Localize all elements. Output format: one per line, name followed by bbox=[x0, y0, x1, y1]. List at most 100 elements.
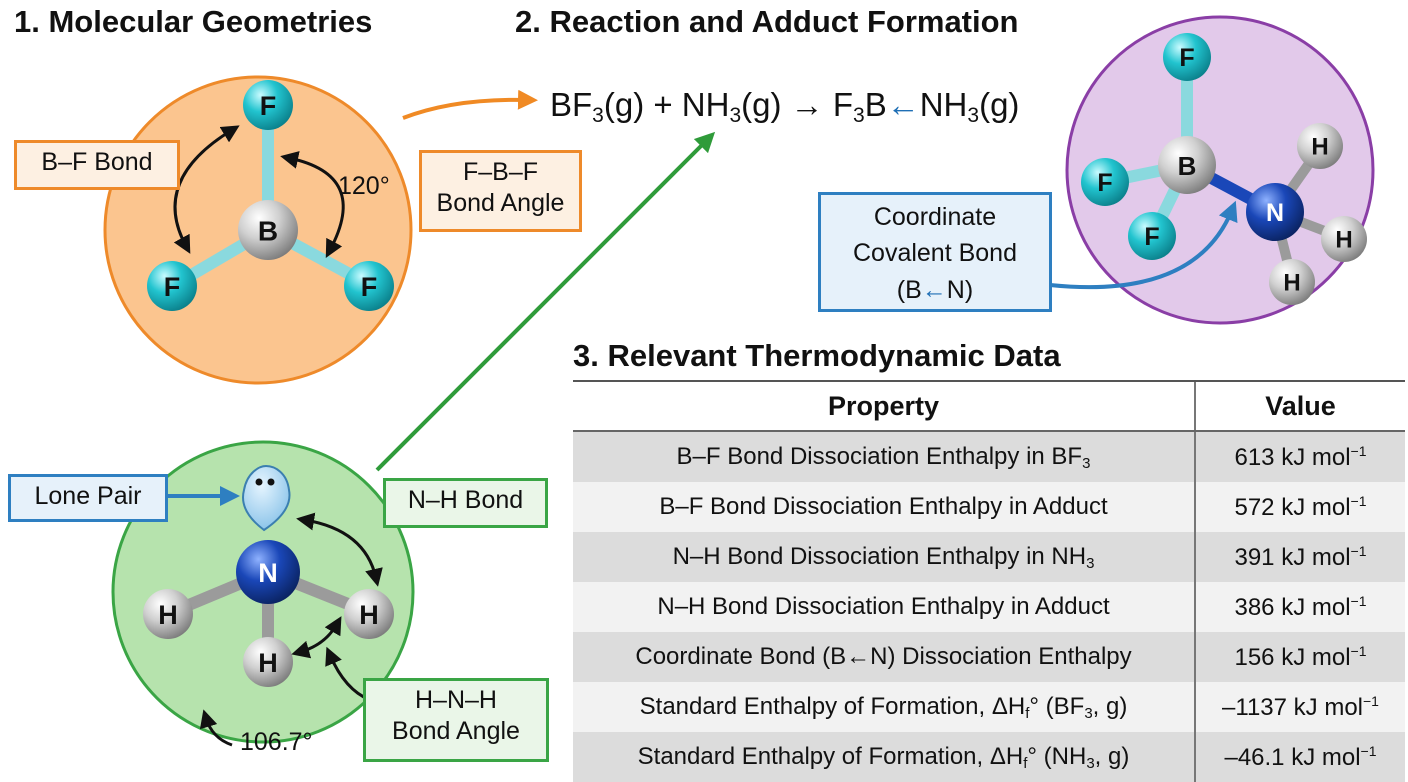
bf3-angle-arrow bbox=[280, 151, 345, 258]
eq-product-f-sub: 3 bbox=[853, 104, 865, 127]
value-superscript: −1 bbox=[1350, 492, 1367, 509]
bf3-fluorine-top-atom bbox=[243, 80, 293, 130]
value-superscript: −1 bbox=[1350, 442, 1367, 459]
property-cell: N–H Bond Dissociation Enthalpy in NH3 bbox=[573, 532, 1195, 582]
adduct-hydrogen-right-atom bbox=[1321, 216, 1367, 262]
value-superscript: −1 bbox=[1360, 742, 1377, 759]
adduct-fluorine-bottom-atom bbox=[1128, 212, 1176, 260]
eq-product-b: B bbox=[864, 86, 887, 123]
value-text: 613 kJ mol bbox=[1234, 443, 1351, 471]
lone-pair-electron-right bbox=[267, 478, 275, 486]
property-text: Coordinate Bond (B←N) Dissociation Entha… bbox=[635, 643, 1132, 670]
property-subscript-2: 3 bbox=[1086, 754, 1095, 772]
value-cell: 386 kJ mol−1 bbox=[1194, 582, 1405, 632]
coord-n: N) bbox=[946, 275, 974, 304]
value-superscript: −1 bbox=[1363, 692, 1379, 709]
eq-reactant-nh-state: (g) bbox=[741, 86, 782, 123]
thermo-table: Property Value B–F Bond Dissociation Ent… bbox=[573, 380, 1405, 782]
eq-reactant-bf: BF bbox=[550, 86, 593, 123]
adduct-hydrogen-bottom-letter: H bbox=[1283, 270, 1300, 297]
table-row: B–F Bond Dissociation Enthalpy in Adduct… bbox=[573, 482, 1405, 532]
value-cell: 156 kJ mol−1 bbox=[1194, 632, 1405, 682]
table-row: Coordinate Bond (B←N) Dissociation Entha… bbox=[573, 632, 1405, 682]
hnh-angle-label: H–N–H Bond Angle bbox=[363, 678, 549, 762]
header-value: Value bbox=[1194, 380, 1405, 432]
property-subscript: 3 bbox=[1086, 554, 1095, 572]
adduct-hydrogen-bottom-atom bbox=[1269, 259, 1315, 305]
property-subscript: f bbox=[1025, 704, 1030, 722]
adduct-fluorine-left-letter: F bbox=[1097, 169, 1112, 197]
property-cell: B–F Bond Dissociation Enthalpy in Adduct bbox=[573, 482, 1195, 532]
value-superscript: −1 bbox=[1350, 642, 1367, 659]
nh3-angle-value-pointer bbox=[199, 709, 233, 747]
nh-bond-label: N–H Bond bbox=[383, 478, 548, 528]
value-text: 386 kJ mol bbox=[1234, 593, 1351, 621]
adduct-boron-atom bbox=[1158, 136, 1216, 194]
bf3-angle-value: 120° bbox=[338, 172, 390, 200]
property-cell: B–F Bond Dissociation Enthalpy in BF3 bbox=[573, 431, 1195, 482]
value-text: –1137 kJ mol bbox=[1222, 693, 1363, 721]
property-cell: Coordinate Bond (B←N) Dissociation Entha… bbox=[573, 632, 1195, 682]
property-subscript: 3 bbox=[1082, 454, 1091, 472]
coord-b: (B bbox=[896, 275, 922, 304]
bf3-to-equation-arrow bbox=[402, 89, 538, 120]
eq-reaction-arrow: → bbox=[790, 86, 824, 123]
property-subscript-2: 3 bbox=[1084, 704, 1093, 722]
bf3-fluorine-right-atom bbox=[344, 261, 394, 311]
table-row: Standard Enthalpy of Formation, ΔHf° (BF… bbox=[573, 682, 1405, 732]
eq-reactant-nh-sub: 3 bbox=[729, 104, 742, 127]
lone-pair-label: Lone Pair bbox=[8, 474, 168, 522]
property-text: B–F Bond Dissociation Enthalpy in Adduct bbox=[659, 493, 1108, 520]
adduct-hydrogen-right-letter: H bbox=[1335, 227, 1352, 254]
coordinate-bond-label: Coordinate Covalent Bond (B←N) bbox=[818, 192, 1052, 312]
adduct-nitrogen-atom bbox=[1246, 183, 1304, 241]
value-superscript: −1 bbox=[1350, 592, 1367, 609]
nh3-hydrogen-left-atom bbox=[143, 589, 193, 639]
fbf-angle-label: F–B–F Bond Angle bbox=[419, 150, 582, 232]
bf3-fluorine-top-letter: F bbox=[260, 91, 277, 121]
nh3-lone-pair-lobe bbox=[242, 464, 291, 532]
table-row: Standard Enthalpy of Formation, ΔHf° (NH… bbox=[573, 732, 1405, 782]
value-text: –46.1 kJ mol bbox=[1224, 743, 1361, 771]
fbf-angle-label-line2: Bond Angle bbox=[436, 189, 565, 218]
eq-coordinate-arrow: ← bbox=[886, 86, 920, 123]
property-text-tail-2: , g) bbox=[1092, 692, 1128, 720]
adduct-fluorine-top-letter: F bbox=[1179, 44, 1194, 72]
nh3-angle-value: 106.7° bbox=[240, 728, 313, 756]
eq-reactant-bf-sub: 3 bbox=[592, 104, 604, 127]
nh3-angle-arrow bbox=[291, 616, 342, 659]
adduct-hydrogen-top-letter: H bbox=[1311, 134, 1328, 161]
nh3-hydrogen-left-letter: H bbox=[158, 600, 178, 630]
lone-pair-electron-left bbox=[255, 478, 263, 486]
adduct-fluorine-left-atom bbox=[1081, 158, 1129, 206]
coordinate-bond-arrow bbox=[1049, 200, 1238, 290]
adduct-hydrogen-top-atom bbox=[1297, 123, 1343, 169]
coordinate-bond-label-line3: (B←N) bbox=[831, 272, 1039, 308]
property-text: Standard Enthalpy of Formation, ΔH bbox=[637, 742, 1024, 770]
hnh-angle-label-line2: Bond Angle bbox=[392, 717, 520, 746]
coord-arrow-glyph: ← bbox=[921, 275, 947, 304]
property-text: Standard Enthalpy of Formation, ΔH bbox=[639, 692, 1026, 720]
bf3-boron-letter: B bbox=[258, 216, 278, 247]
value-text: 391 kJ mol bbox=[1234, 543, 1351, 571]
heading-molecular-geometries: 1. Molecular Geometries bbox=[14, 4, 373, 39]
property-text-tail-2: , g) bbox=[1094, 742, 1130, 770]
value-cell: 391 kJ mol−1 bbox=[1194, 532, 1405, 582]
eq-product-f: F bbox=[832, 86, 854, 123]
adduct-boron-letter: B bbox=[1178, 151, 1197, 181]
property-text: N–H Bond Dissociation Enthalpy in Adduct bbox=[657, 593, 1110, 620]
heading-thermo-data: 3. Relevant Thermodynamic Data bbox=[573, 338, 1061, 373]
nh3-hydrogen-bottom-letter: H bbox=[258, 648, 278, 678]
hnh-angle-label-line1: H–N–H bbox=[415, 686, 497, 714]
nh3-to-equation-arrow bbox=[375, 131, 716, 472]
value-cell: –46.1 kJ mol−1 bbox=[1194, 732, 1405, 782]
nh3-hydrogen-bottom-atom bbox=[243, 637, 293, 687]
property-text: N–H Bond Dissociation Enthalpy in NH bbox=[672, 542, 1087, 570]
adduct-fluorine-top-atom bbox=[1163, 33, 1211, 81]
bf3-fluorine-left-atom bbox=[147, 261, 197, 311]
value-cell: 613 kJ mol−1 bbox=[1194, 431, 1405, 482]
thermo-table-header-row: Property Value bbox=[573, 380, 1405, 432]
